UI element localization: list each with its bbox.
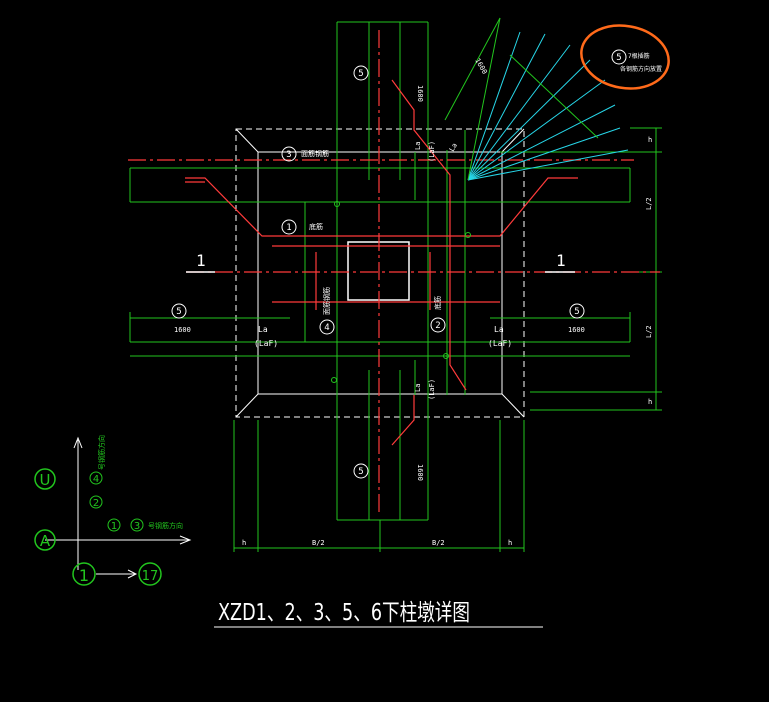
- green-lines: [129, 21, 662, 552]
- dim-b2-right: B/2: [432, 539, 445, 547]
- bar-circles: [171, 49, 627, 479]
- bar-4-num: 4: [324, 323, 329, 333]
- dir-3-num: 3: [134, 521, 140, 532]
- section-mark-right: 1: [556, 251, 566, 270]
- axis-u-label: U: [40, 471, 51, 489]
- dimension-dots: [331, 201, 471, 383]
- axis-a-label: A: [40, 532, 51, 550]
- axis-1-bubble: [72, 562, 96, 586]
- bar-5-note-top: 7根插筋: [628, 52, 650, 60]
- dir-1-num: 1: [111, 521, 117, 532]
- section-mark-left: 1: [196, 251, 206, 270]
- axis-u-bubble: [34, 468, 56, 490]
- bar-5-note-bottom: 各钢筋方向放置: [620, 65, 662, 73]
- dim-l2-bottom: L/2: [645, 325, 653, 338]
- outline-group: [235, 128, 525, 418]
- highlight-ellipse: [580, 24, 670, 90]
- dim-la-bottom: La: [414, 384, 422, 392]
- dim-1600-right: 1600: [568, 326, 585, 334]
- bar-5-right-num: 5: [574, 307, 579, 317]
- axis-17-label: 17: [142, 569, 159, 584]
- dim-la-fan: La: [448, 142, 459, 153]
- bar-5-left-num: 5: [176, 307, 181, 317]
- dim-b2-left: B/2: [312, 539, 325, 547]
- dim-1600-left: 1600: [174, 326, 191, 334]
- dim-h-bottom: h: [648, 398, 652, 406]
- pier-chamfer-bot-r: [501, 393, 525, 418]
- drawing-title: XZD1、2、3、5、6下柱墩详图: [218, 600, 470, 626]
- dim-laf-left: (LaF): [254, 339, 278, 348]
- dim-h-left: h: [242, 539, 246, 547]
- bar-2-text: 底筋: [433, 296, 442, 310]
- dim-1600-fan: 1600: [473, 57, 488, 76]
- dim-h-right: h: [508, 539, 512, 547]
- pier-chamfer-bot: [235, 393, 259, 418]
- bar-3-num: 3: [286, 150, 291, 160]
- bar-5-bottom-num: 5: [358, 467, 363, 477]
- axis-17-bubble: [138, 562, 162, 586]
- pier-outline: [257, 151, 503, 395]
- pier-chamfer-top-r: [501, 128, 525, 153]
- bar-1-text: 底筋: [309, 222, 323, 231]
- bar-5-note-num: 5: [616, 53, 621, 63]
- pier-chamfer-top: [235, 128, 259, 153]
- rebar-lines: [128, 30, 660, 515]
- dir-24-text: 号钢筋方向: [97, 435, 106, 470]
- dim-1600-bottom: 1600: [416, 464, 424, 481]
- bar-4-text: 面筋钢筋: [322, 287, 331, 315]
- dim-1600-top: 1600: [416, 85, 424, 102]
- bar-3-text: 面筋钢筋: [301, 149, 329, 158]
- dir-4-num: 4: [93, 474, 99, 485]
- dim-la-left: La: [258, 325, 268, 334]
- dim-la-right: La: [494, 325, 504, 334]
- dowel-fan-green: [444, 17, 599, 181]
- bar-2-num: 2: [435, 321, 440, 331]
- foundation-outline: [235, 128, 525, 418]
- dir-2-num: 2: [93, 498, 99, 509]
- axis-1-label: 1: [79, 566, 89, 585]
- dim-laf-top: (LaF): [428, 141, 436, 162]
- dim-h-top: h: [648, 136, 652, 144]
- bar-5-top-num: 5: [358, 69, 363, 79]
- axis-a-bubble: [34, 529, 56, 551]
- dim-l2-top: L/2: [645, 197, 653, 210]
- dim-la-top: La: [414, 142, 422, 150]
- dir-13-text: 号钢筋方向: [148, 521, 183, 530]
- dim-laf-right: (LaF): [488, 339, 512, 348]
- axis-legend: U A 1 17 2 4 号钢筋方向 1 3 号钢筋方向: [34, 435, 192, 586]
- dim-laf-bottom: (LaF): [428, 379, 436, 400]
- dowel-fan: [467, 31, 629, 181]
- bar-1-num: 1: [286, 223, 291, 233]
